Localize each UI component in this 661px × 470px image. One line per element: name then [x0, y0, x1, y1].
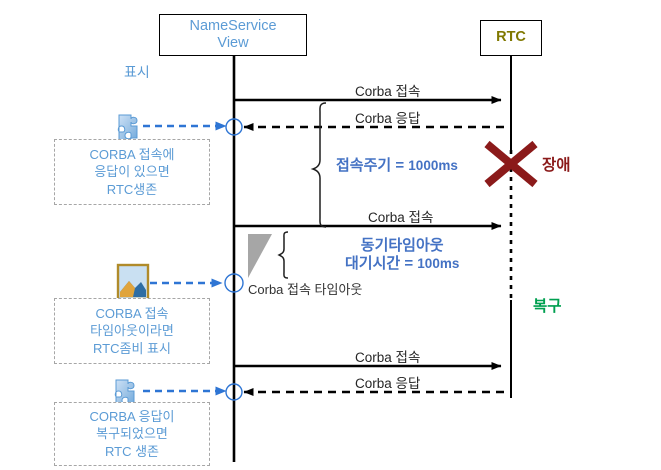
puzzle-piece-icon-1 [117, 114, 138, 142]
timeout-annotation-value: 100ms [417, 256, 460, 271]
failure-label: 장애 [542, 157, 571, 174]
timeout-annotation-line2: 대기시간 = [345, 255, 418, 272]
timeout-annotation: 동기타임아웃 대기시간 = 100ms [345, 237, 459, 273]
picture-icon [116, 263, 150, 301]
note-recovered-line2: 복구되었으면 [96, 426, 168, 442]
timeout-brace [277, 231, 289, 279]
note-alive-line2: 응답이 있으면 [94, 164, 170, 180]
note-zombie-line1: CORBA 접속 [95, 306, 169, 322]
note-alive-line1: CORBA 접속에 [89, 147, 175, 163]
timeout-annotation-line2-wrap: 대기시간 = 100ms [345, 255, 459, 273]
note-zombie-line3: RTC좀비 표시 [93, 340, 171, 356]
lifeline-nameservice-label-line1: NameService [189, 17, 277, 34]
note-alive-line3: RTC생존 [106, 181, 158, 197]
lifeline-nameservice-label-line2: View [217, 35, 249, 51]
note-box-recovered[interactable]: CORBA 응답이 복구되었으면 RTC 생존 [54, 402, 210, 466]
lifeline-rtc-label: RTC [496, 29, 526, 46]
display-label: 표시 [124, 64, 150, 80]
note-recovered-line3: RTC 생존 [104, 443, 159, 459]
note-connector-2 [150, 273, 244, 293]
message-label-corba-connect-3: Corba 접속 [355, 350, 421, 365]
note-box-zombie[interactable]: CORBA 접속 타임아웃이라면 RTC좀비 표시 [54, 298, 210, 364]
note-box-alive[interactable]: CORBA 접속에 응답이 있으면 RTC생존 [54, 139, 210, 205]
note-recovered-line1: CORBA 응답이 [89, 409, 175, 425]
interval-annotation: 접속주기 = 1000ms [336, 157, 458, 175]
message-label-corba-connect-1: Corba 접속 [355, 84, 421, 99]
interval-annotation-value: 1000ms [408, 158, 458, 173]
timeout-caption: Corba 접속 타임아웃 [248, 282, 363, 297]
timeout-annotation-line1: 동기타임아웃 [360, 237, 444, 254]
interval-annotation-text: 접속주기 = [336, 157, 409, 174]
lifeline-header-nameservice[interactable]: NameService View [159, 14, 307, 56]
puzzle-piece-icon-2 [114, 379, 135, 407]
note-zombie-line2: 타임아웃이라면 [90, 323, 174, 339]
interval-brace [310, 102, 327, 228]
message-label-corba-response-1: Corba 응답 [355, 111, 421, 126]
recovery-label: 복구 [533, 298, 562, 315]
timeout-triangle-icon [248, 234, 272, 278]
message-label-corba-connect-2: Corba 접속 [368, 210, 434, 225]
failure-x-icon [484, 140, 538, 188]
message-label-corba-response-2: Corba 응답 [355, 376, 421, 391]
lifeline-header-rtc[interactable]: RTC [480, 20, 542, 56]
